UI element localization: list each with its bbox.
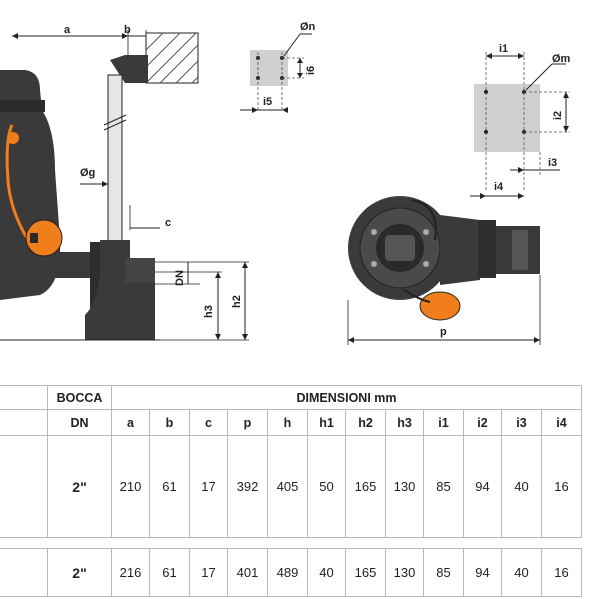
dn-header: DN [47, 409, 112, 436]
cell-h: 405 [267, 435, 308, 538]
cell-c: 17 [189, 435, 228, 538]
col-header-i1: i1 [423, 409, 464, 436]
cell-h3: 130 [385, 435, 424, 538]
bocca-header: BOCCA [47, 385, 112, 410]
label-i6: i6 [305, 66, 317, 75]
technical-drawing: a b Øg c DN h3 h2 [0, 21, 571, 345]
col-header-b: b [149, 409, 190, 436]
col-header-h: h [267, 409, 308, 436]
label-i3: i3 [548, 157, 557, 169]
col-header-h3: h3 [385, 409, 424, 436]
cell-h3: 130 [385, 548, 424, 597]
col-header-a: a [111, 409, 150, 436]
dimensions-table: BOCCA DIMENSIONI mm DN a b c p h h1 h2 h… [0, 385, 582, 597]
label-c: c [165, 217, 171, 229]
table-blank-cell [0, 435, 48, 538]
col-header-i3: i3 [501, 409, 542, 436]
col-header-h2: h2 [345, 409, 386, 436]
cell-h2: 165 [345, 548, 386, 597]
label-i4: i4 [494, 181, 504, 193]
label-i1: i1 [499, 43, 508, 55]
col-header-h1: h1 [307, 409, 346, 436]
label-g: Øg [80, 167, 95, 179]
cell-p: 401 [227, 548, 268, 597]
cell-c: 17 [189, 548, 228, 597]
label-dn: DN [174, 270, 186, 286]
cell-i1: 85 [423, 548, 464, 597]
base-plate-small: Øn i6 i5 [240, 21, 317, 113]
cell-h2: 165 [345, 435, 386, 538]
row-gap [0, 537, 582, 549]
cell-i2: 94 [463, 435, 502, 538]
cell-i3: 40 [501, 435, 542, 538]
label-b: b [124, 24, 131, 36]
cell-a: 216 [111, 548, 150, 597]
cell-i1: 85 [423, 435, 464, 538]
label-i5: i5 [263, 96, 272, 108]
cell-h1: 40 [307, 548, 346, 597]
col-header-i4: i4 [541, 409, 582, 436]
cell-i4: 16 [541, 435, 582, 538]
label-i2: i2 [552, 111, 564, 120]
col-header-i2: i2 [463, 409, 502, 436]
cell-p: 392 [227, 435, 268, 538]
col-header-p: p [227, 409, 268, 436]
dimensions-header: DIMENSIONI mm [111, 385, 582, 410]
col-header-c: c [189, 409, 228, 436]
table-row: 2" 216 61 17 401 489 40 165 130 85 94 40… [0, 548, 582, 597]
table-row: 2" 210 61 17 392 405 50 165 130 85 94 40… [0, 435, 582, 538]
table-blank-cell [0, 385, 48, 410]
cell-i3: 40 [501, 548, 542, 597]
dn-cell: 2" [47, 548, 112, 597]
label-n: Øn [300, 21, 316, 33]
cell-i4: 16 [541, 548, 582, 597]
cell-a: 210 [111, 435, 150, 538]
cell-i2: 94 [463, 548, 502, 597]
cell-b: 61 [149, 435, 190, 538]
label-h3: h3 [203, 305, 215, 318]
label-h2: h2 [231, 295, 243, 308]
pump-side-view: a b Øg c DN h3 h2 [0, 24, 249, 341]
table-blank-cell [0, 548, 48, 597]
label-m: Øm [552, 53, 571, 65]
label-a: a [64, 24, 71, 36]
dn-cell: 2" [47, 435, 112, 538]
label-p: p [440, 326, 447, 338]
base-plate-large: i1 Øm i2 i3 i4 [470, 43, 571, 199]
cell-h: 489 [267, 548, 308, 597]
cell-h1: 50 [307, 435, 346, 538]
cell-b: 61 [149, 548, 190, 597]
table-blank-cell [0, 409, 48, 436]
pump-top-view: p [347, 196, 541, 345]
